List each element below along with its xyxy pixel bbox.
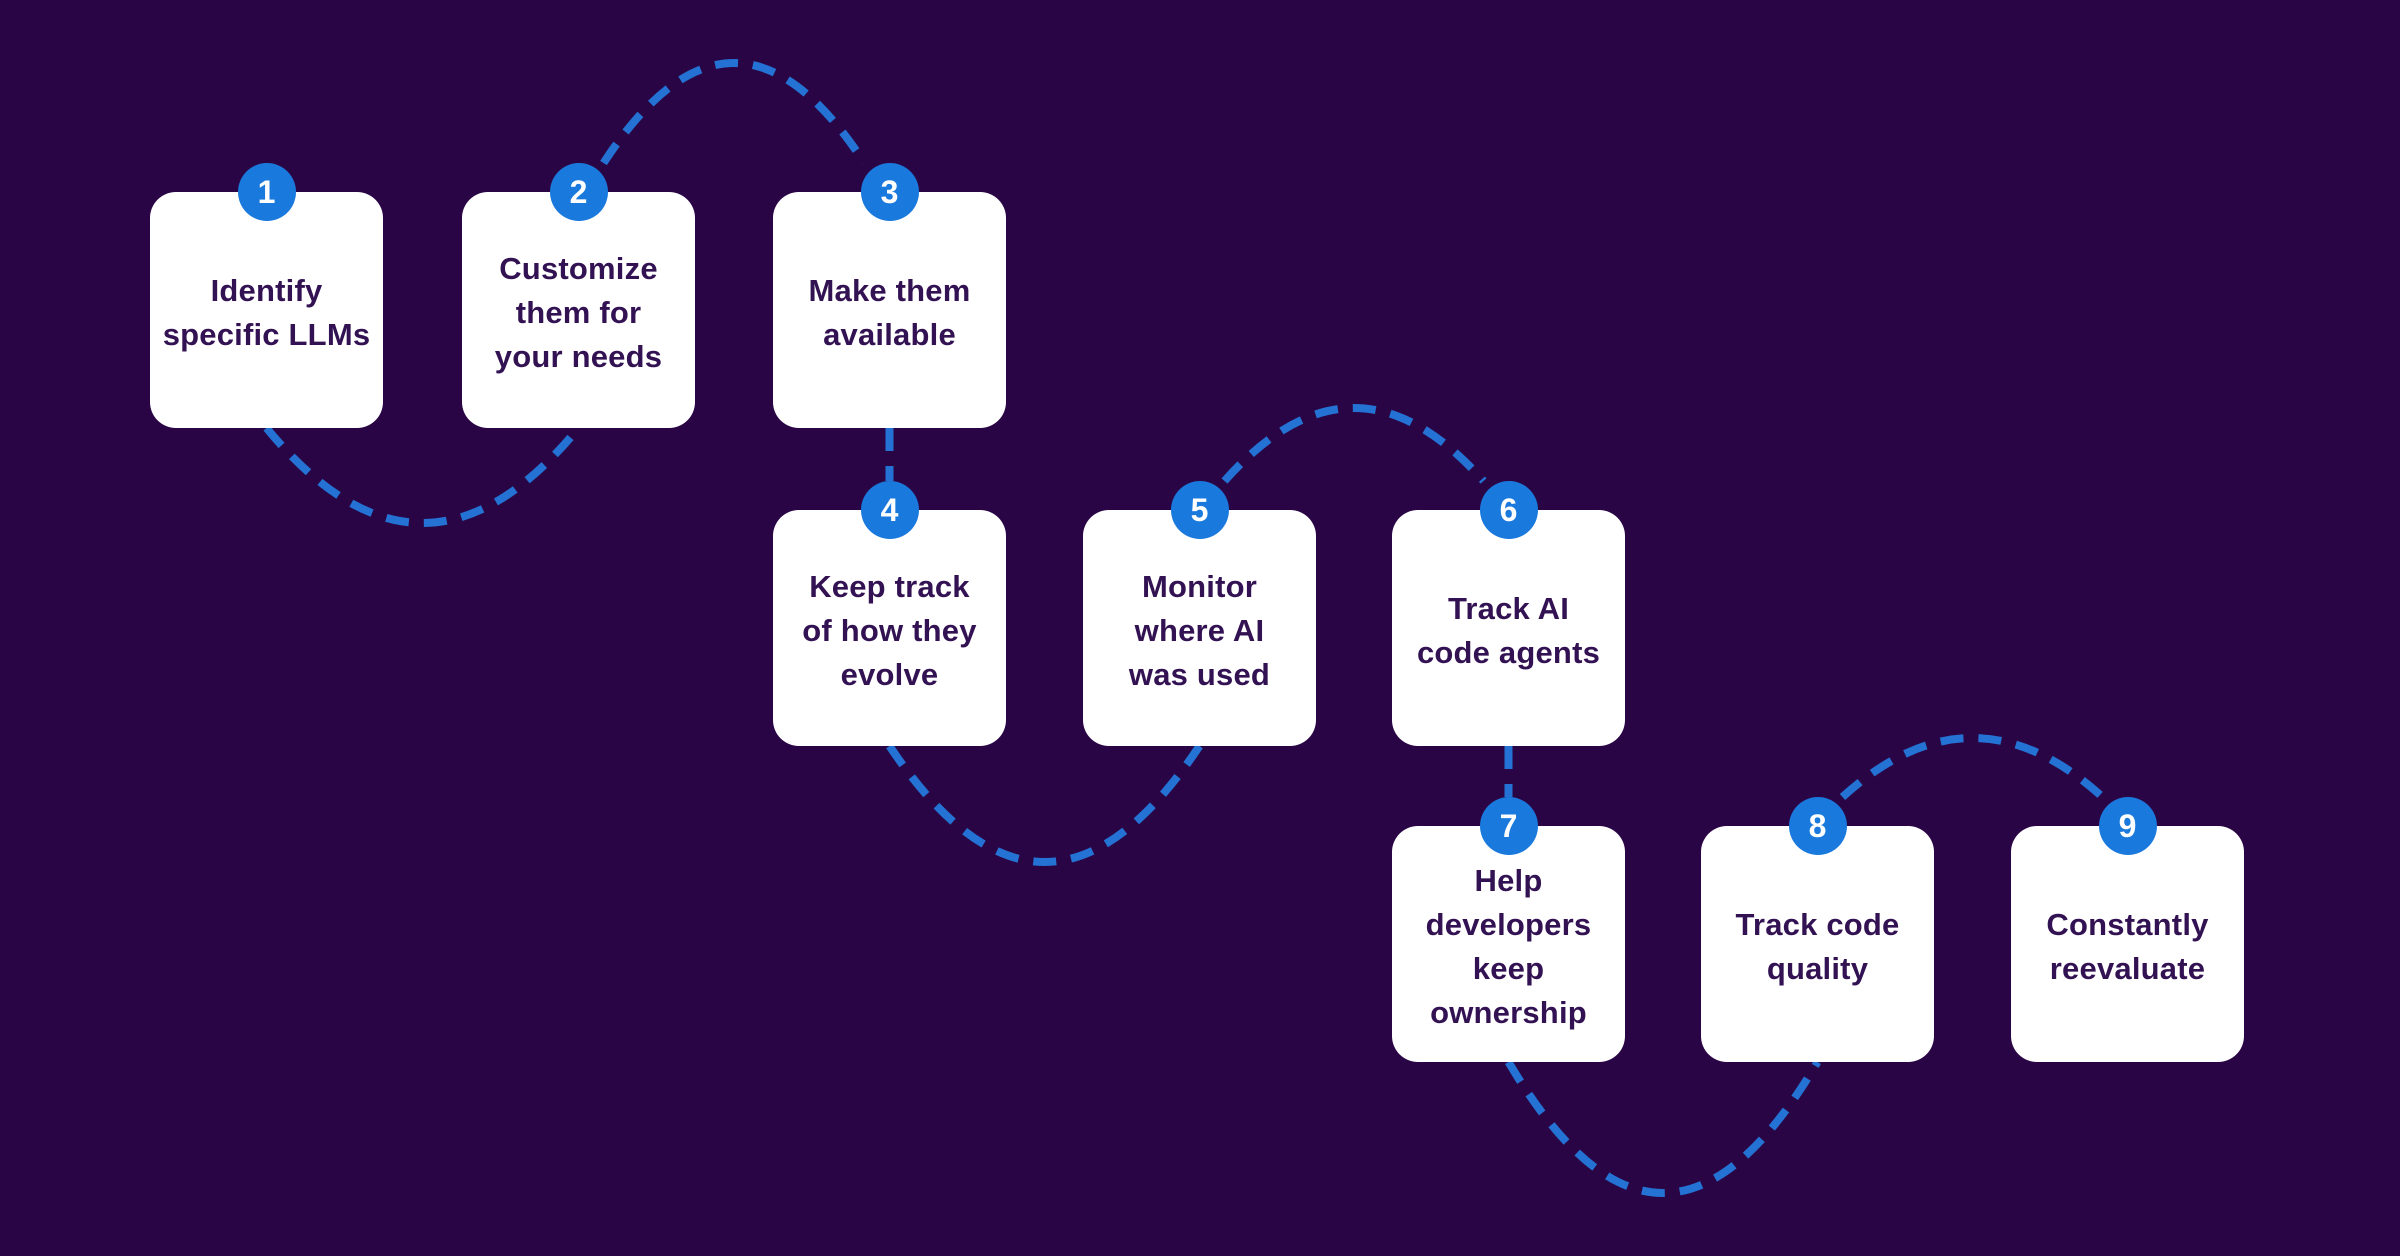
step-label-line: Monitor: [1141, 569, 1258, 604]
step-label-line: quality: [1766, 951, 1869, 986]
step-label-line: Identify: [210, 273, 323, 308]
step-label: Make them available: [808, 263, 970, 357]
step-label: Monitor where AI was used: [1129, 559, 1270, 697]
step-label-line: Make them: [808, 273, 971, 308]
step-label-line: Constantly: [2046, 907, 2209, 942]
step-label-line: code agents: [1416, 635, 1601, 670]
step-label-line: Customize: [499, 251, 658, 286]
step-label-line: evolve: [840, 657, 939, 692]
step-number-badge: 5: [1170, 481, 1229, 539]
connector-4-5: [886, 743, 1203, 866]
step-label-line: reevaluate: [2049, 951, 2206, 986]
step-card-4: 4 Keep track of how they evolve: [773, 481, 1006, 746]
connector-2-3: [600, 59, 868, 166]
step-label-line: developers: [1425, 907, 1592, 942]
step-label-line: of how they: [802, 613, 977, 648]
step-card-2: 2 Customize them for your needs: [462, 163, 695, 428]
step-label-line: where AI: [1134, 613, 1265, 648]
step-label: Track AI code agents: [1417, 581, 1600, 675]
step-card-8: 8 Track code quality: [1701, 797, 1934, 1062]
step-card-9: 9 Constantly reevaluate: [2011, 797, 2244, 1062]
step-card-7: 7 Help developers keep ownership: [1392, 797, 1625, 1062]
step-number-badge: 4: [860, 481, 919, 539]
step-label-line: available: [823, 317, 956, 352]
step-label-line: keep: [1472, 951, 1545, 986]
step-label: Keep track of how they evolve: [802, 559, 976, 697]
step-card-1: 1 Identify specific LLMs: [150, 163, 383, 428]
step-label: Track code quality: [1736, 897, 1900, 991]
step-card-3: 3 Make them available: [773, 163, 1006, 428]
connector-1-2: [263, 425, 582, 527]
step-card-6: 6 Track AI code agents: [1392, 481, 1625, 746]
step-number-badge: 8: [1788, 797, 1847, 855]
step-label-line: your needs: [494, 339, 663, 374]
step-label: Customize them for your needs: [495, 241, 662, 379]
step-label: Identify specific LLMs: [163, 263, 371, 357]
step-label: Constantly reevaluate: [2046, 897, 2208, 991]
step-label-line: Track AI: [1447, 591, 1570, 626]
step-label: Help developers keep ownership: [1426, 853, 1592, 1035]
step-label-line: was used: [1128, 657, 1271, 692]
step-label-line: Track code: [1735, 907, 1900, 942]
step-label-line: specific LLMs: [162, 317, 371, 352]
step-number-badge: 2: [549, 163, 608, 221]
step-card-5: 5 Monitor where AI was used: [1083, 481, 1316, 746]
step-number-badge: 3: [860, 163, 919, 221]
step-number-badge: 6: [1479, 481, 1538, 539]
step-number-badge: 9: [2098, 797, 2157, 855]
step-label-line: ownership: [1430, 995, 1587, 1030]
step-label-line: Help: [1474, 863, 1543, 898]
connector-8-9: [1839, 734, 2106, 800]
step-label-line: Keep track: [809, 569, 970, 604]
step-label-line: them for: [515, 295, 642, 330]
step-number-badge: 7: [1479, 797, 1538, 855]
step-number-badge: 1: [237, 163, 296, 221]
connector-5-6: [1221, 404, 1487, 484]
connector-7-8: [1505, 1059, 1821, 1197]
